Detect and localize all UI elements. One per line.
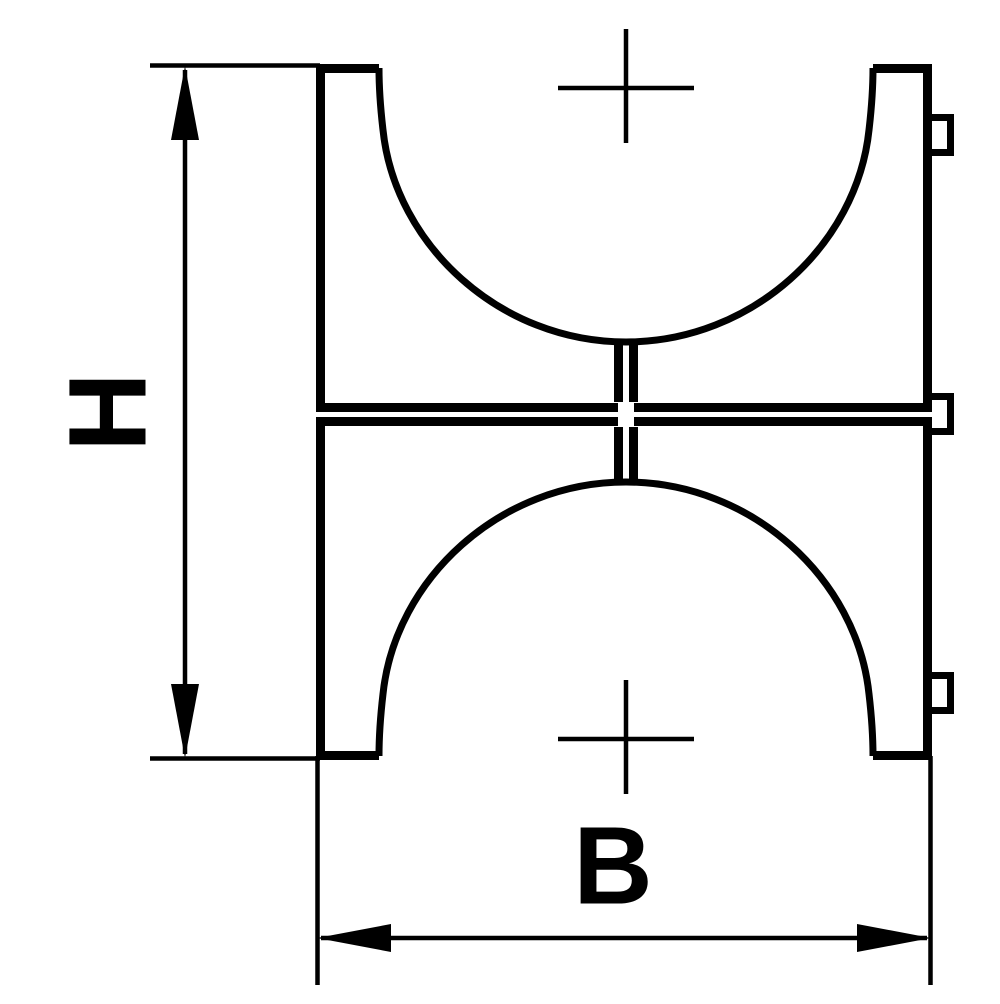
height-dimension-group: H [47,63,320,761]
width-dimension-label: B [573,805,652,928]
width-dimension-group: B [315,756,933,985]
center-marks-group [558,29,694,794]
lower-bore-arc [375,478,877,757]
lug-middle-right [932,393,954,435]
lower-center-mark [558,680,694,794]
lug-top-right [932,114,954,156]
upper-center-mark [558,29,694,143]
height-arrow-down [171,684,199,758]
upper-bore-arc [375,67,877,346]
width-arrow-right [857,924,931,952]
lug-bottom-right [932,672,954,714]
width-arrow-left [317,924,391,952]
clamp-body-outline [316,64,954,760]
height-arrow-up [171,66,199,140]
height-dimension-label: H [47,372,170,451]
